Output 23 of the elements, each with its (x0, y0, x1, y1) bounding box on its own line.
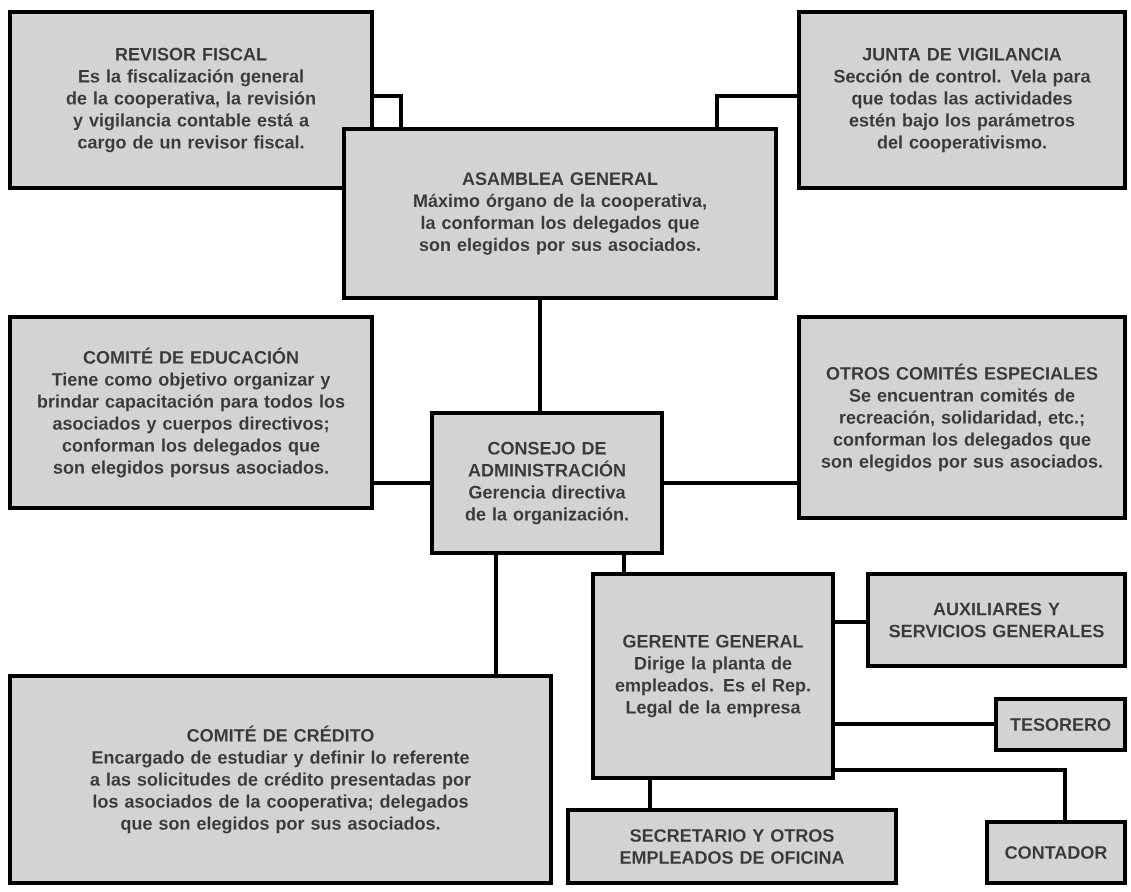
connector-line (835, 768, 1067, 820)
connector-line (374, 481, 430, 485)
org-box: SECRETARIO Y OTROS EMPLEADOS DE OFICINA (566, 808, 898, 885)
connector-line (494, 555, 498, 674)
connector-line (538, 300, 542, 411)
org-box: COMITÉ DE CRÉDITO Encargado de estudiar y definir lo referente a las solicitudes de crédito presentadas por los asociados de la cooperativa; delegados que son elegidos por sus asociados. (8, 674, 553, 885)
org-box: CONTADOR (985, 820, 1127, 885)
org-box: AUXILIARES Y SERVICIOS GENERALES (866, 572, 1127, 668)
connector-line (664, 481, 797, 485)
connector-line (374, 94, 403, 127)
connector-line (715, 94, 797, 127)
connector-line (835, 722, 994, 726)
org-box: ASAMBLEA GENERAL Máximo órgano de la cooperativa, la conforman los delegados que son elegidos por sus asociados. (342, 127, 778, 300)
org-box: JUNTA DE VIGILANCIA Sección de control. Vela para que todas las actividades estén bajo los parámetros del cooperativismo. (797, 10, 1127, 190)
org-box: COMITÉ DE EDUCACIÓN Tiene como objetivo organizar y brindar capacitación para todos los asociados y cuerpos directivos; conforman los delegados que son elegidos porsus asociados. (8, 315, 374, 510)
org-box: OTROS COMITÉS ESPECIALES Se encuentran comités de recreación, solidaridad, etc.; conforman los delegados que son elegidos por sus asociados. (797, 315, 1127, 520)
connector-line (835, 620, 866, 624)
org-box: CONSEJO DE ADMINISTRACIÓN Gerencia directiva de la organización. (430, 411, 664, 555)
org-box: GERENTE GENERAL Dirige la planta de empleados. Es el Rep. Legal de la empresa (591, 572, 835, 780)
org-box: REVISOR FISCAL Es la fiscalización general de la cooperativa, la revisión y vigilancia contable está a cargo de un revisor fiscal. (8, 10, 374, 190)
connector-line (648, 780, 652, 808)
org-box: TESORERO (994, 697, 1127, 752)
connector-line (622, 555, 626, 572)
